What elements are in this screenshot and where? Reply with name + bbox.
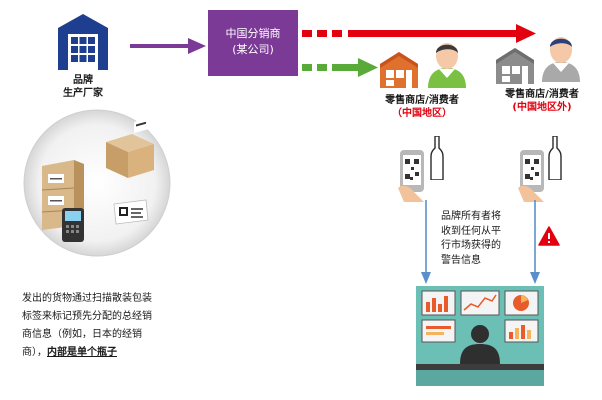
retailer-china-title: 零售商店/消费者: [385, 95, 459, 106]
distributor-name: 中国分销商: [225, 27, 281, 40]
description-line4-strong: 内部是单个瓶子: [47, 347, 117, 358]
red-dashed-arrow: [302, 24, 538, 44]
description-line2: 标签来标记预先分配的总经销: [22, 311, 152, 322]
warehouse-icon: [58, 14, 108, 70]
retailer-china-region: （中国地区）: [392, 108, 452, 119]
qr-label-card: [113, 199, 149, 225]
distributor-box: 中国分销商 (某公司): [208, 10, 298, 76]
description-line4: 商），内部是单个瓶子: [22, 344, 200, 362]
monitor-dashboard-icon: [416, 286, 544, 386]
person-icon-grey: [540, 32, 582, 82]
blue-arrow-right: [530, 200, 540, 284]
description-line1: 发出的货物通过扫描散装包装: [22, 293, 152, 304]
warning-line4: 警告信息: [441, 254, 481, 266]
warning-line3: 行市场获得的: [441, 240, 501, 251]
phone-qr-icon: [398, 136, 450, 202]
store-icon-grey: [496, 46, 534, 84]
bottle-icon-2: [548, 136, 562, 180]
box-label-icon: [106, 118, 154, 178]
retailer-china-label: 零售商店/消费者 （中国地区）: [372, 94, 472, 120]
retailer-outside-title: 零售商店/消费者: [505, 89, 579, 100]
scan-illustration: [22, 108, 172, 258]
manufacturer-label-line1: 品牌: [73, 75, 93, 86]
bottle-icon: [430, 136, 444, 180]
phone-qr-icon-2: [518, 136, 570, 202]
green-dashed-arrow: [302, 58, 378, 78]
person-icon: [426, 38, 468, 88]
barcode-scanner-icon: [62, 208, 84, 242]
warning-line2: 收到任何从平: [441, 225, 501, 237]
blue-arrow-left: [421, 200, 431, 284]
warning-icon: [538, 226, 560, 246]
retailer-outside-label: 零售商店/消费者 (中国地区外): [492, 88, 592, 114]
manufacturer-label: 品牌 生产厂家: [48, 74, 118, 100]
retailer-outside-region: (中国地区外): [512, 102, 572, 113]
description-line3: 商信息（例如，日本的经销: [22, 329, 142, 340]
store-icon: [380, 50, 418, 88]
description-text: 发出的货物通过扫描散装包装 标签来标记预先分配的总经销 商信息（例如，日本的经销…: [22, 290, 200, 362]
manufacturer-label-line2: 生产厂家: [63, 88, 103, 99]
purple-arrow: [130, 38, 206, 54]
description-line4-prefix: 商），: [22, 347, 47, 358]
distributor-company: (某公司): [232, 43, 274, 56]
warning-line1: 品牌所有者将: [441, 211, 501, 222]
warning-message: 品牌所有者将 收到任何从平 行市场获得的 警告信息: [441, 210, 523, 268]
